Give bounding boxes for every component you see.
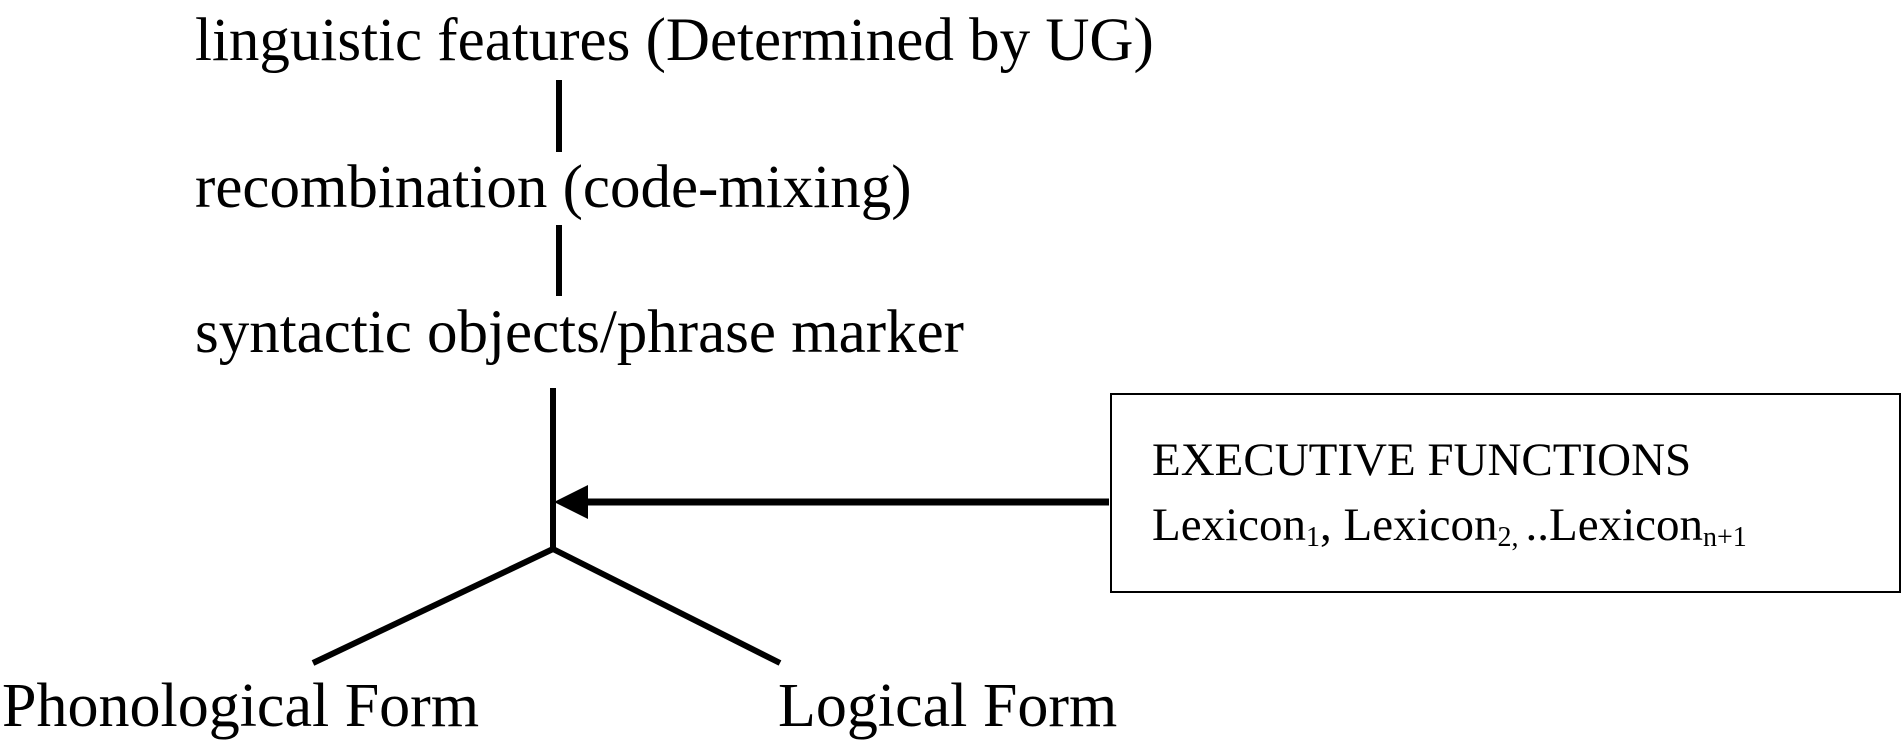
lexicon-1-subscript: 1 [1306,522,1320,553]
lexicon-2: Lexicon [1343,499,1498,551]
branch-logical [551,546,782,666]
executive-functions-box: EXECUTIVE FUNCTIONS Lexicon1, Lexicon2, … [1110,393,1901,593]
lexicon-separator-1: , [1320,499,1344,551]
lexicon-separator-2: .. [1525,499,1550,551]
lexicon-1: Lexicon [1152,499,1306,551]
branch-phonological [311,546,555,666]
node-logical-form: Logical Form [778,672,1118,740]
lexicon-n-subscript: n+1 [1703,522,1747,553]
lexicon-list: Lexicon1, Lexicon2, ..Lexiconn+1 [1152,499,1747,552]
node-linguistic-features: linguistic features (Determined by UG) [195,7,1154,74]
lexicon-2-subscript: 2, [1497,522,1526,553]
node-syntactic-objects: syntactic objects/phrase marker [195,299,964,366]
executive-functions-title: EXECUTIVE FUNCTIONS [1152,434,1692,486]
node-phonological-form: Phonological Form [2,672,480,740]
executive-arrowhead [554,485,588,519]
lexicon-n: Lexicon [1549,499,1703,551]
node-recombination: recombination (code-mixing) [195,154,912,221]
